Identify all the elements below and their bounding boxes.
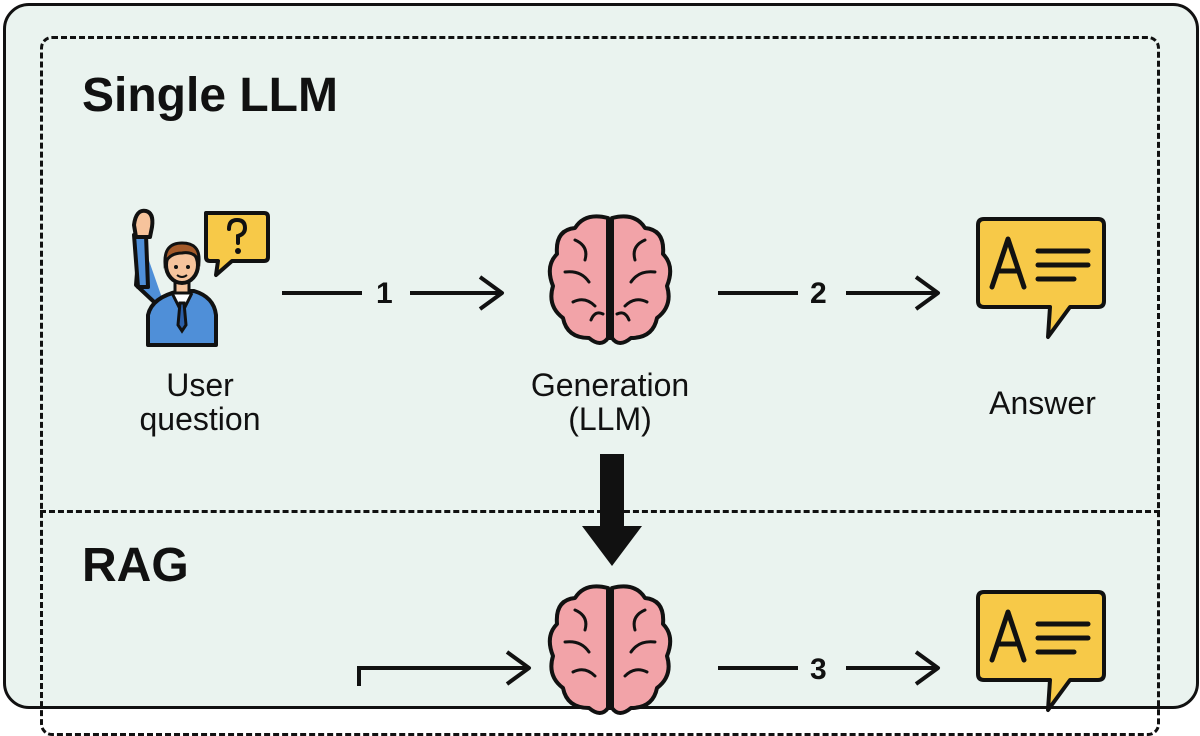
rag-title: RAG (82, 539, 189, 592)
arrow-step-1 (282, 275, 504, 311)
rag-incoming-arrow (357, 650, 531, 686)
answer-bubble-icon (976, 217, 1106, 339)
generation-label: Generation (LLM) (500, 368, 720, 436)
step-2-label: 2 (810, 277, 827, 310)
user-question-icon (132, 208, 270, 347)
user-label-line2: question (139, 401, 261, 437)
step-1-label: 1 (376, 277, 393, 310)
arrow-step-3 (718, 650, 940, 686)
brain-icon (547, 214, 673, 345)
generation-label-line1: Generation (530, 367, 690, 403)
arrow-step-2 (718, 275, 940, 311)
down-arrow (582, 454, 642, 566)
single-llm-title: Single LLM (82, 69, 338, 122)
step-3-label: 3 (810, 653, 827, 686)
user-question-label: User question (120, 368, 280, 436)
generation-label-line2: (LLM) (568, 401, 652, 437)
rag-answer-bubble-icon (976, 590, 1106, 712)
answer-label: Answer (989, 385, 1096, 421)
user-label-line1: User (166, 367, 234, 403)
rag-brain-icon (547, 584, 673, 715)
